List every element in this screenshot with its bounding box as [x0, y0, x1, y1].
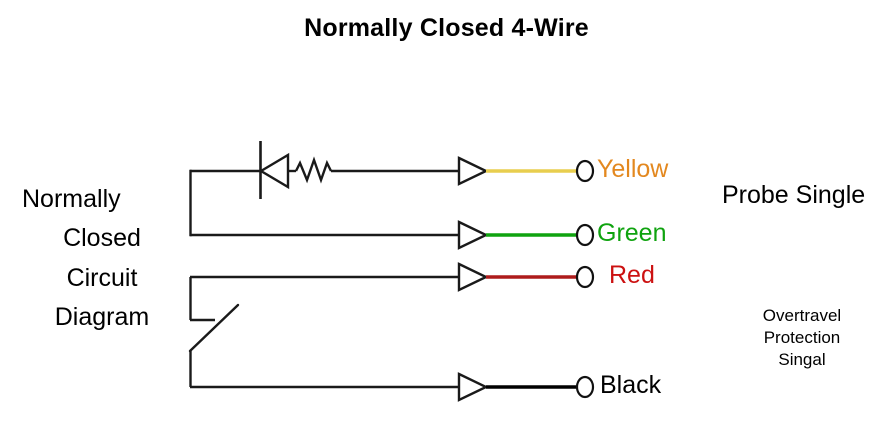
terminal-yellow: [575, 159, 595, 183]
terminal-black: [575, 375, 595, 399]
overtravel-line-1: Overtravel: [762, 306, 842, 325]
wire-label-red: Red: [609, 261, 655, 289]
left-caption-line-4: Diagram: [54, 302, 150, 331]
probe-signal-loop: [189, 141, 595, 250]
left-caption-line-2: Closed: [63, 224, 141, 253]
diode-triangle: [258, 152, 290, 190]
wire-label-black: Black: [600, 371, 662, 399]
wire-label-yellow: Yellow: [597, 155, 669, 183]
diode-symbol: [258, 141, 290, 199]
arrowhead-red: [457, 262, 489, 292]
left-caption-line-3: Circuit: [66, 263, 138, 292]
probe-single-caption: Probe Single: [722, 181, 866, 209]
terminal-green: [575, 223, 595, 247]
left-caption-line-1: Normally: [22, 185, 121, 213]
resistor-symbol: [294, 156, 333, 184]
left-caption: Normally Closed Circuit Diagram: [22, 186, 182, 343]
overtravel-line-2: Protection: [763, 327, 841, 347]
overtravel-protection-loop: [188, 262, 595, 402]
arrowhead-black: [457, 372, 489, 402]
overtravel-line-3: Singal: [778, 349, 826, 369]
arrowhead-green: [457, 220, 489, 250]
arrowhead-yellow: [457, 156, 489, 186]
overtravel-protection-caption: Overtravel Protection Singal: [728, 307, 876, 373]
page-title: Normally Closed 4-Wire: [304, 14, 589, 42]
terminal-red: [575, 265, 595, 289]
wire-label-green: Green: [597, 219, 667, 247]
normally-closed-switch-symbol: [188, 303, 240, 353]
